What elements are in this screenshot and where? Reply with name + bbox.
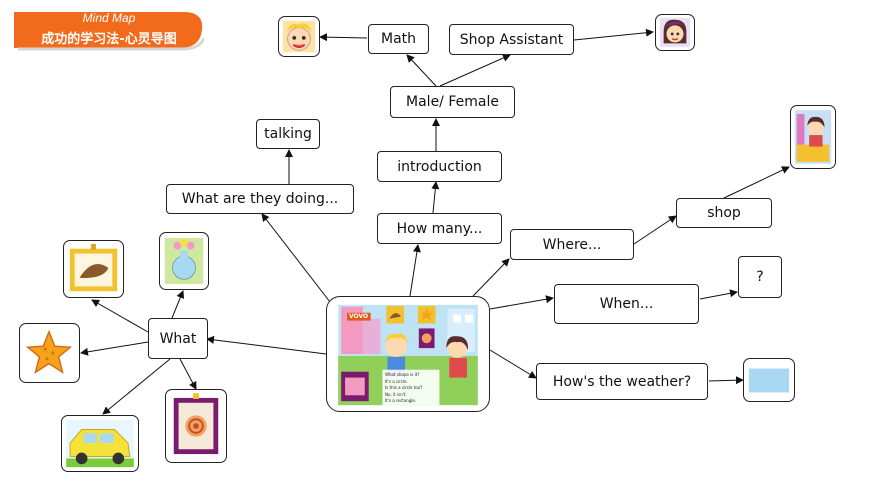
banner-shape — [14, 12, 206, 51]
sky-icon — [748, 368, 790, 393]
scene-line-4: No, it isn't. — [385, 391, 407, 397]
edge-center-how-many — [409, 244, 421, 297]
edge-math-pic — [319, 33, 368, 42]
sky-picture[interactable] — [743, 358, 795, 402]
edge-shop-assistant-pic — [573, 28, 654, 41]
car-picture[interactable] — [61, 415, 139, 472]
node-math[interactable]: Math — [368, 24, 429, 54]
banner-subtitle: 成功的学习法-心灵导图 — [41, 32, 177, 47]
bottle-picture[interactable] — [159, 232, 209, 290]
edge-male-female-shop-assistant — [439, 54, 511, 87]
scene-logo: VOVO — [349, 313, 369, 320]
node-introduction[interactable]: introduction — [377, 151, 502, 182]
node-how-many[interactable]: How many... — [377, 213, 502, 244]
shop-scene-icon — [794, 110, 832, 164]
girl-face-icon — [659, 17, 691, 48]
edge-what-frame — [179, 358, 197, 390]
node-when[interactable]: When... — [554, 284, 699, 324]
node-shop[interactable]: shop — [676, 198, 772, 228]
central-scene-picture[interactable]: VOVO What shape is it? It's a circle. Is… — [326, 296, 490, 412]
purple-frame-picture[interactable] — [165, 389, 227, 463]
girl-face-picture[interactable] — [655, 14, 695, 51]
edge-when-question — [699, 289, 738, 300]
rectangle-frame-icon — [173, 393, 219, 455]
edge-center-where — [472, 258, 510, 297]
node-what-are-they-doing[interactable]: What are they doing... — [166, 184, 354, 214]
clock-frame-picture[interactable] — [63, 240, 124, 298]
semicircle-frame-icon — [69, 243, 118, 292]
edge-what-car — [102, 358, 171, 415]
node-talking[interactable]: talking — [256, 119, 320, 149]
classroom-scene-illustration — [338, 304, 478, 406]
star-icon — [25, 329, 73, 374]
edge-weather-pic — [708, 376, 744, 385]
scene-line-2: It's a circle. — [385, 378, 408, 384]
edge-male-female-math — [406, 54, 437, 87]
edge-shop-pic — [723, 166, 790, 199]
node-hows-the-weather[interactable]: How's the weather? — [536, 363, 708, 400]
edge-center-what-doing — [261, 213, 331, 303]
boy-face-picture[interactable] — [278, 16, 320, 57]
edge-what-bottle — [171, 290, 185, 319]
banner-title: Mind Map — [82, 11, 136, 25]
scene-line-1: What shape is it? — [385, 372, 420, 377]
node-where[interactable]: Where... — [510, 229, 634, 260]
boy-face-icon — [282, 20, 316, 53]
node-shop-assistant[interactable]: Shop Assistant — [449, 24, 574, 55]
edge-center-what — [206, 335, 327, 355]
circle-bottle-icon — [164, 237, 204, 285]
scene-line-3: Is this a circle too? — [385, 385, 423, 390]
scene-dialogue: What shape is it? It's a circle. Is this… — [385, 372, 441, 405]
node-what[interactable]: What — [148, 318, 208, 359]
shop-girl-picture[interactable] — [790, 105, 836, 169]
edge-how-many-introduction — [431, 181, 440, 214]
scene-line-5: It's a rectangle. — [385, 398, 417, 403]
edge-where-shop — [633, 215, 677, 245]
mind-map-banner: Mind Map 成功的学习法-心灵导图 — [14, 8, 206, 54]
car-icon — [66, 419, 134, 468]
edge-center-when — [489, 295, 554, 310]
star-picture[interactable] — [19, 323, 80, 383]
node-question[interactable]: ? — [738, 256, 782, 298]
node-male-female[interactable]: Male/ Female — [390, 86, 515, 118]
edge-what-clock — [91, 299, 149, 333]
edge-center-weather — [489, 349, 537, 379]
edge-what-star — [80, 341, 149, 356]
